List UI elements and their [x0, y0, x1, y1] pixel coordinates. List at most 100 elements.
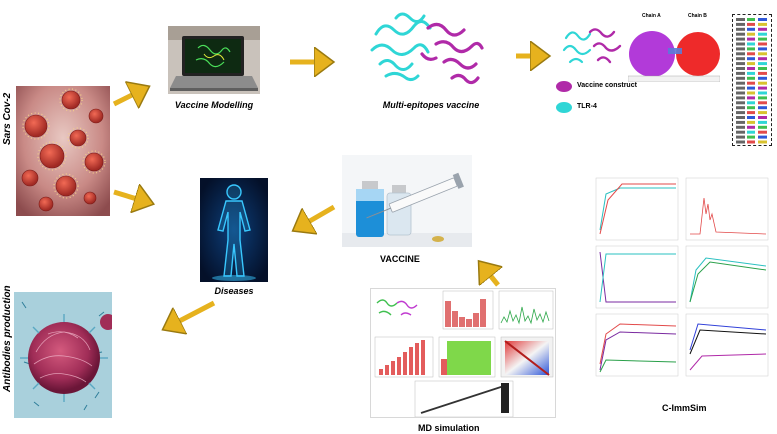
residue-color-block: [758, 106, 767, 110]
residue-label-block: [736, 27, 745, 31]
legend-tlr4-label: TLR-4: [577, 103, 597, 110]
residue-color-block: [758, 125, 767, 129]
residue-color-block: [758, 130, 767, 134]
residue-label-block: [736, 52, 745, 56]
residue-color-block: [747, 140, 755, 144]
residue-color-block: [747, 47, 755, 51]
residue-color-block: [747, 37, 755, 41]
residue-label-block: [736, 67, 745, 70]
residue-color-block: [758, 91, 767, 95]
residue-label-block: [736, 130, 745, 134]
residue-color-block: [758, 52, 767, 56]
residue-color-block: [758, 71, 767, 75]
residue-label-block: [736, 101, 745, 105]
legend-tlr4-swatch: [556, 102, 572, 113]
residue-color-block: [747, 42, 755, 46]
venn-chain-b-label: Chain B: [688, 13, 707, 19]
residue-color-block: [747, 96, 755, 100]
residue-color-block: [747, 106, 755, 110]
residue-color-block: [747, 52, 755, 56]
chain-interaction-venn: [627, 12, 721, 83]
residue-label-block: [736, 91, 745, 95]
multi-epitopes-image: [366, 4, 496, 92]
diseases-label: Diseases: [214, 286, 254, 296]
residue-label-block: [736, 96, 745, 100]
residue-color-block: [758, 42, 767, 46]
arrow-md-to-vaccine: [481, 264, 498, 287]
residue-color-block: [747, 125, 755, 129]
legend-vaccine-construct-swatch: [556, 81, 572, 92]
residue-color-block: [747, 32, 755, 36]
arrow-sars-to-diseases: [113, 192, 150, 203]
residue-color-block: [758, 47, 767, 51]
residue-color-block: [758, 116, 767, 119]
residue-label-block: [736, 81, 745, 85]
c-immsim-panel: [590, 174, 772, 390]
residue-color-block: [747, 57, 755, 61]
residue-label-block: [736, 37, 745, 41]
vaccine-modelling-image: [168, 26, 260, 94]
multi-epitopes-label: Multi-epitopes vaccine: [382, 100, 480, 110]
residue-color-block: [747, 71, 755, 75]
residue-label-block: [736, 18, 745, 21]
residue-color-block: [758, 96, 767, 100]
residue-color-block: [758, 86, 767, 90]
residue-color-block: [747, 22, 755, 26]
residue-color-block: [747, 27, 755, 31]
residue-label-block: [736, 76, 745, 80]
residue-color-block: [758, 81, 767, 85]
legend-vaccine-construct-label: Vaccine construct: [577, 82, 637, 89]
residue-color-block: [747, 76, 755, 80]
md-simulation-panel: [370, 288, 556, 418]
residue-color-block: [758, 37, 767, 41]
residue-color-block: [747, 130, 755, 134]
residue-label-block: [736, 22, 745, 26]
arrow-vaccine-to-diseases: [296, 204, 336, 229]
md-simulation-label: MD simulation: [418, 423, 480, 433]
residue-label-block: [736, 42, 745, 46]
residue-color-block: [747, 67, 755, 70]
residue-label-block: [736, 86, 745, 90]
residue-label-block: [736, 106, 745, 110]
residue-color-block: [747, 116, 755, 119]
residue-color-block: [747, 120, 755, 124]
residue-label-block: [736, 57, 745, 61]
venn-chain-a-label: Chain A: [642, 13, 661, 19]
residue-label-block: [736, 116, 745, 119]
residue-color-block: [758, 120, 767, 124]
residue-color-block: [758, 32, 767, 36]
residue-color-block: [747, 111, 755, 115]
sars-cov-2-image: [16, 86, 110, 216]
vaccine-image: [342, 155, 472, 247]
residue-label-block: [736, 47, 745, 51]
residue-color-block: [758, 76, 767, 80]
residue-color-block: [758, 57, 767, 61]
residue-color-block: [758, 140, 767, 144]
residue-label-block: [736, 125, 745, 129]
residue-label-block: [736, 32, 745, 36]
complex-image: [560, 18, 626, 72]
antibodies-image: [14, 292, 112, 418]
residue-color-block: [758, 22, 767, 26]
residue-label-block: [736, 71, 745, 75]
arrow-sars-to-modelling: [112, 88, 146, 104]
residue-color-block: [758, 67, 767, 70]
residue-color-block: [758, 111, 767, 115]
residue-label-block: [736, 111, 745, 115]
residue-color-block: [747, 81, 755, 85]
residue-color-block: [758, 62, 767, 66]
residue-color-block: [747, 91, 755, 95]
residue-label-block: [736, 135, 745, 139]
residue-color-block: [747, 62, 755, 66]
c-immsim-label: C-ImmSim: [662, 403, 707, 413]
residue-label-block: [736, 140, 745, 144]
arrow-diseases-to-antibodies: [166, 300, 216, 328]
residue-color-block: [758, 135, 767, 139]
residue-color-block: [758, 101, 767, 105]
residue-color-block: [758, 18, 767, 21]
residue-color-block: [747, 101, 755, 105]
residue-color-block: [747, 86, 755, 90]
vaccine-label: VACCINE: [380, 254, 420, 264]
residue-label-block: [736, 62, 745, 66]
